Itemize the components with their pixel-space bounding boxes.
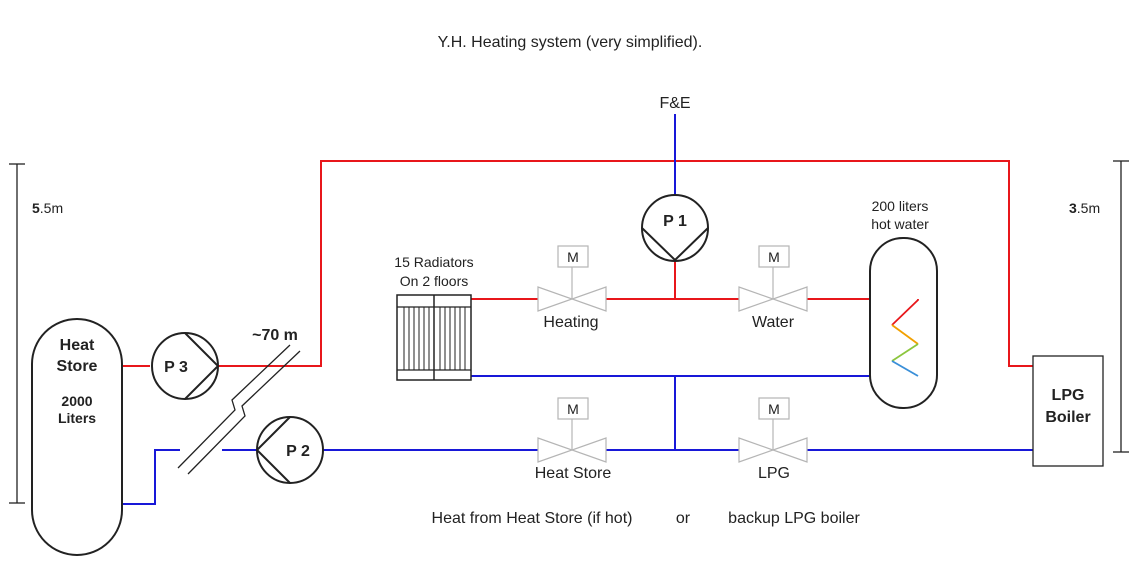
right-height-marker — [1113, 160, 1129, 453]
right-height-bold: 3 — [1069, 200, 1077, 216]
pump-p1 — [641, 194, 709, 262]
valve-heat-store-motor: M — [567, 401, 579, 417]
left-height-label: 5.5m — [32, 200, 63, 216]
valve-heat-store — [537, 397, 607, 463]
left-height-marker — [9, 163, 25, 504]
radiators-label-line1: 15 Radiators — [394, 254, 473, 270]
boiler-label-line2: Boiler — [1045, 409, 1090, 426]
valve-lpg-label: LPG — [758, 465, 790, 482]
radiators-label-line2: On 2 floors — [400, 273, 468, 289]
heat-store-tank — [31, 318, 123, 556]
heating-coil — [891, 299, 919, 377]
distance-label: ~70 m — [252, 327, 298, 344]
radiator-bank — [396, 294, 472, 381]
heat-store-capacity-line1: 2000 — [61, 393, 92, 409]
valve-lpg-motor: M — [768, 401, 780, 417]
footer-or: or — [676, 510, 691, 527]
pump-p2 — [255, 416, 324, 484]
pump-p3-label: P 3 — [164, 359, 188, 376]
valve-lpg — [738, 397, 808, 463]
pump-p2-label: P 2 — [286, 443, 310, 460]
distance-break-symbol — [177, 344, 301, 475]
hot-water-label-line1: 200 liters — [872, 198, 929, 214]
pump-p1-label: P 1 — [663, 213, 687, 230]
valve-heat-store-label: Heat Store — [535, 465, 612, 482]
valve-heating — [537, 245, 607, 312]
pump-p3 — [151, 332, 220, 400]
heat-store-label-line1: Heat — [60, 337, 95, 354]
left-height-rest: .5m — [40, 200, 63, 216]
fe-label: F&E — [659, 95, 690, 112]
cold-pipes — [121, 114, 1033, 505]
diagram-title: Y.H. Heating system (very simplified). — [438, 34, 703, 51]
footer-heat-store: Heat from Heat Store (if hot) — [432, 510, 633, 527]
heat-store-label-line2: Store — [57, 358, 98, 375]
valve-water-motor: M — [768, 249, 780, 265]
footer-lpg: backup LPG boiler — [728, 510, 860, 527]
hot-water-label-line2: hot water — [871, 216, 929, 232]
hot-pipes — [121, 160, 1033, 367]
right-height-rest: .5m — [1077, 200, 1100, 216]
heat-store-capacity-line2: Liters — [58, 410, 96, 426]
valve-water — [738, 245, 808, 312]
boiler-label-line1: LPG — [1052, 387, 1085, 404]
valve-heating-label: Heating — [543, 314, 598, 331]
valve-water-label: Water — [752, 314, 795, 331]
hot-water-cylinder — [869, 237, 938, 409]
left-height-bold: 5 — [32, 200, 40, 216]
right-height-label: 3.5m — [1069, 200, 1100, 216]
lpg-boiler — [1032, 355, 1104, 467]
valve-heating-motor: M — [567, 249, 579, 265]
